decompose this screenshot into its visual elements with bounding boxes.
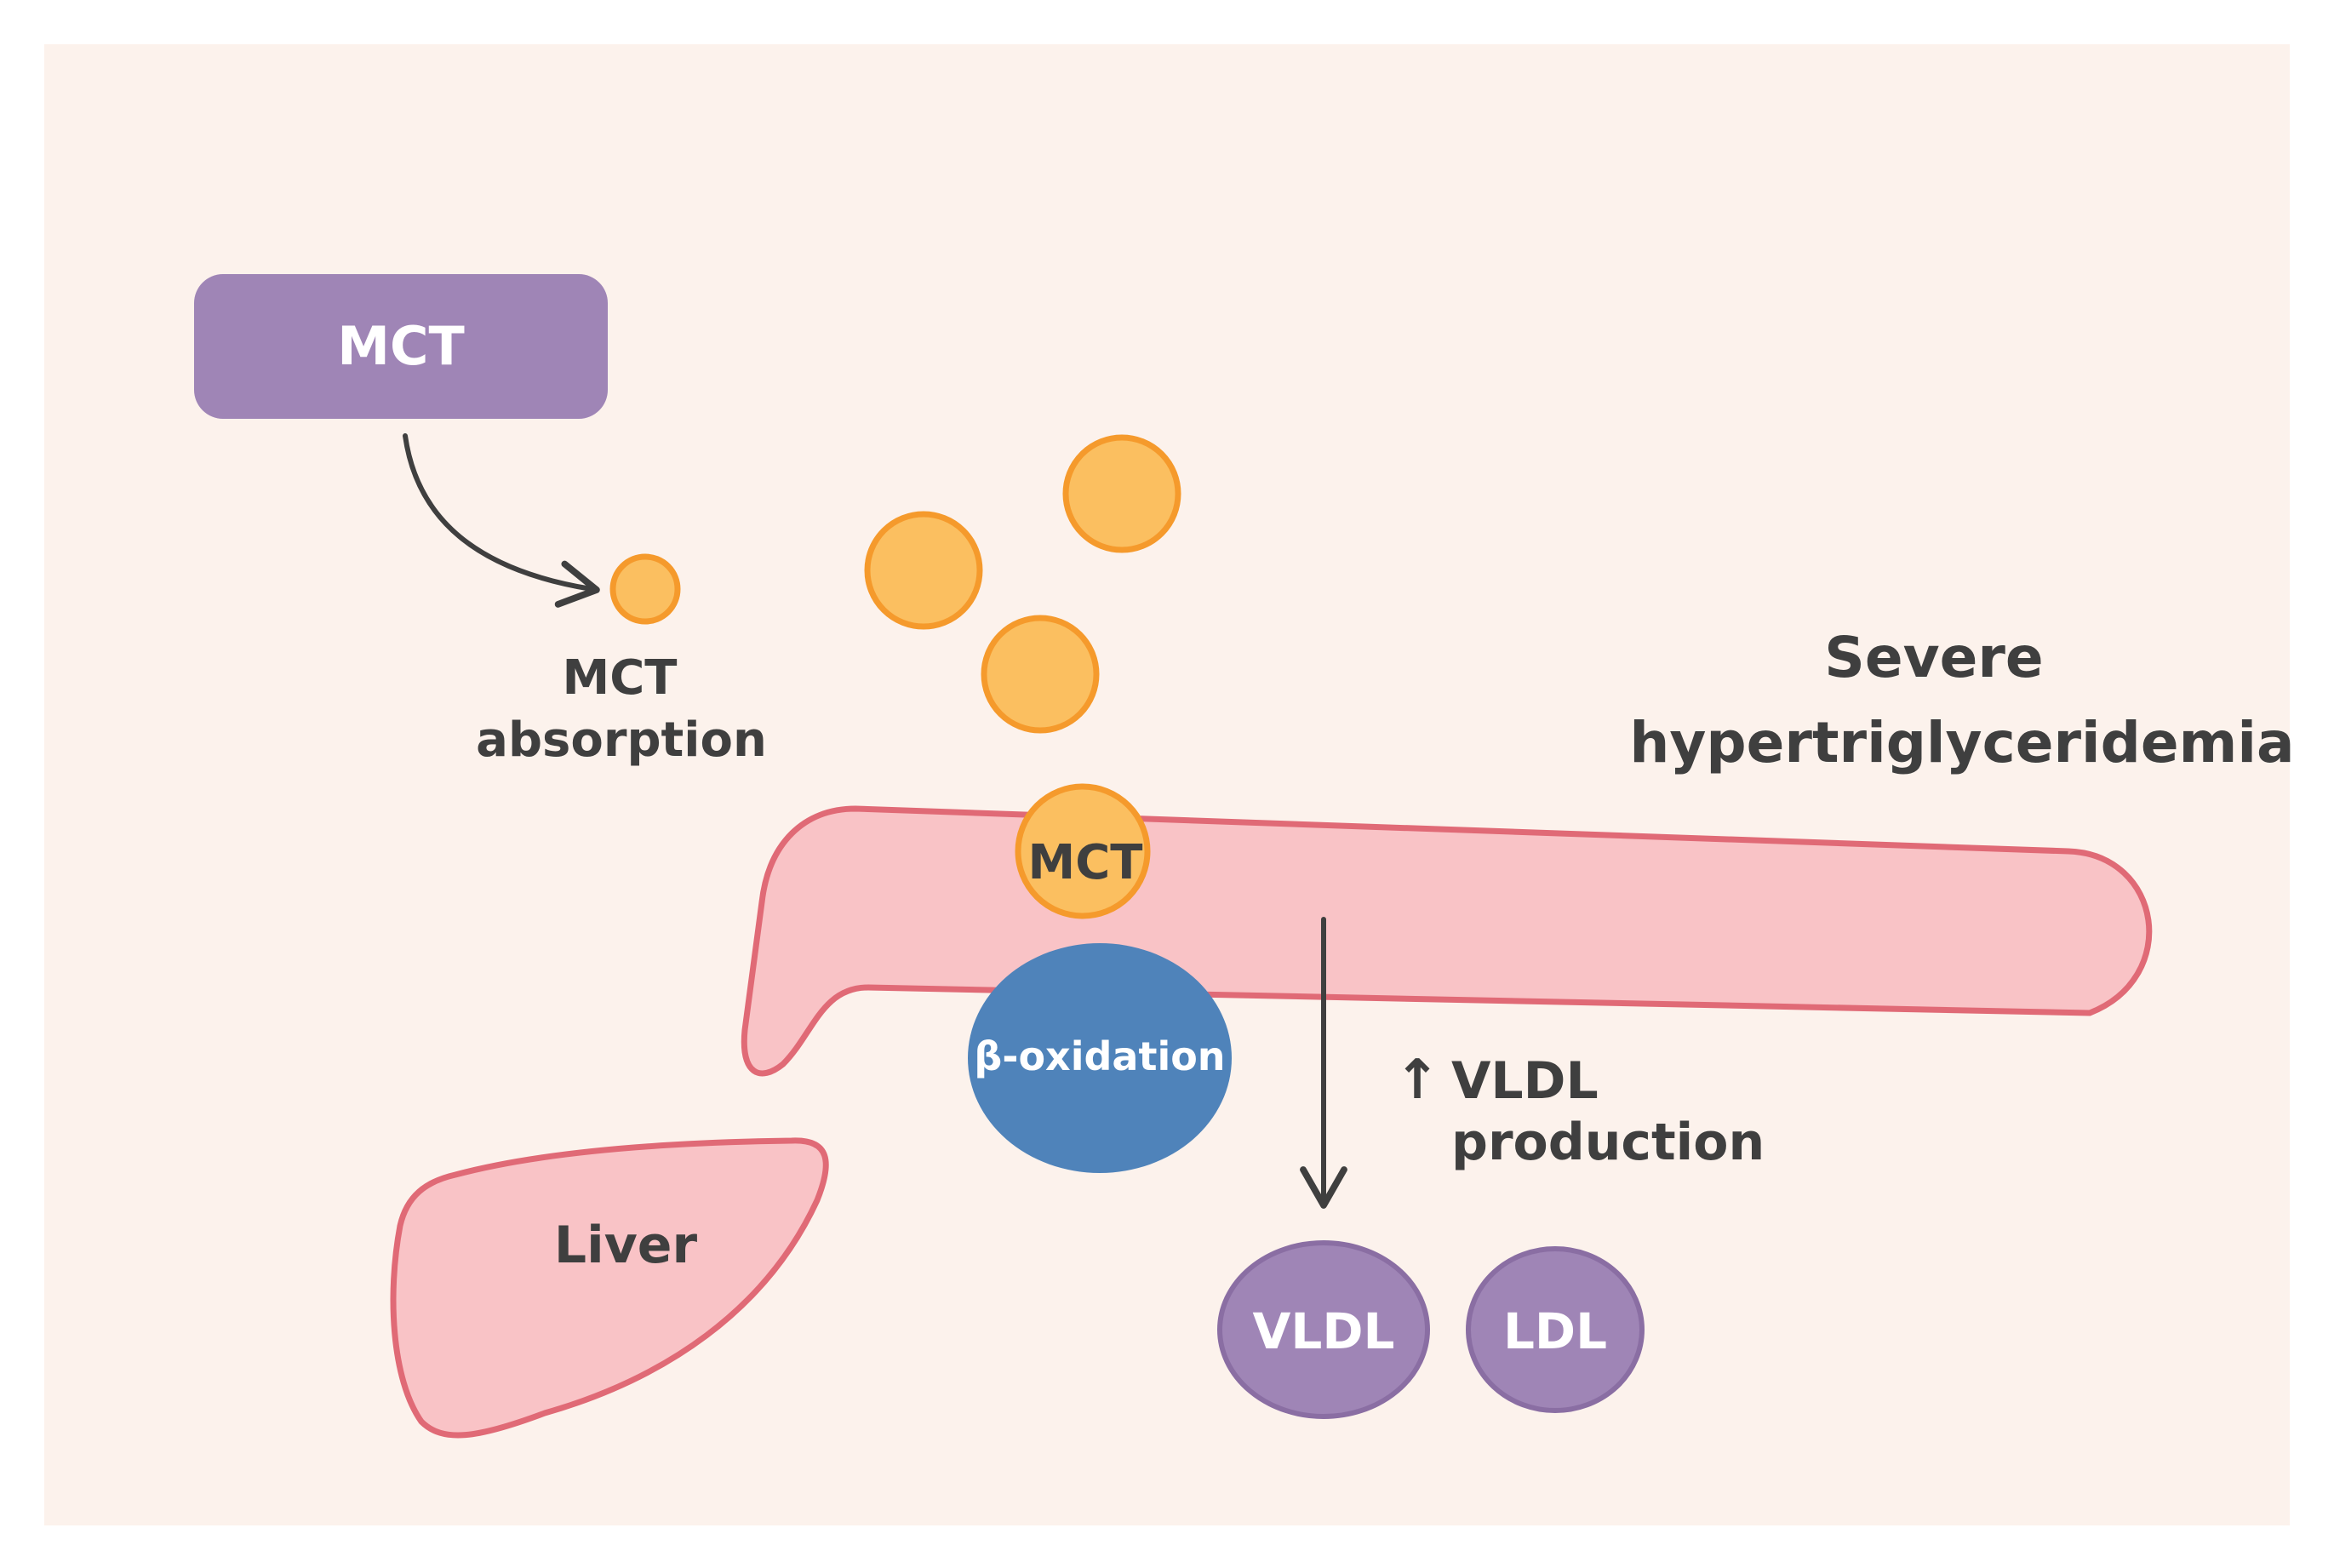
vldl-label: VLDL (1253, 1302, 1395, 1360)
mct-droplet (981, 615, 1100, 734)
vldl-production-label-line2: production (1451, 1113, 1765, 1172)
condition-label-line1: Severe (1824, 625, 2043, 690)
beta-oxidation-node: β-oxidation (968, 943, 1232, 1173)
condition-label-line2: hypertriglyceridemia (1629, 710, 2294, 775)
mct-droplet-small (609, 553, 681, 625)
beta-oxidation-label: β-oxidation (974, 1033, 1225, 1079)
background-panel (44, 44, 2290, 1525)
curved-arrow-icon (403, 433, 600, 608)
vldl-particle: VLDL (1217, 1240, 1430, 1419)
ldl-label: LDL (1503, 1302, 1607, 1360)
mct-intestine-label: MCT (1027, 835, 1142, 890)
mct-intestine-droplet: MCT (1015, 783, 1151, 919)
mct-box-label: MCT (337, 315, 465, 377)
liver-shape: Liver (390, 1137, 829, 1439)
mct-absorption-label-line2: absorption (476, 712, 767, 768)
mct-droplet (1062, 434, 1181, 553)
mct-droplet (864, 511, 983, 630)
ldl-particle: LDL (1466, 1246, 1645, 1413)
vldl-production-label-line1: VLDL (1451, 1051, 1599, 1111)
mct-box: MCT (194, 274, 608, 419)
liver-label: Liver (554, 1216, 698, 1275)
mct-absorption-label-line1: MCT (562, 650, 677, 706)
vldl-production-up-arrow: ↑ (1394, 1049, 1440, 1112)
